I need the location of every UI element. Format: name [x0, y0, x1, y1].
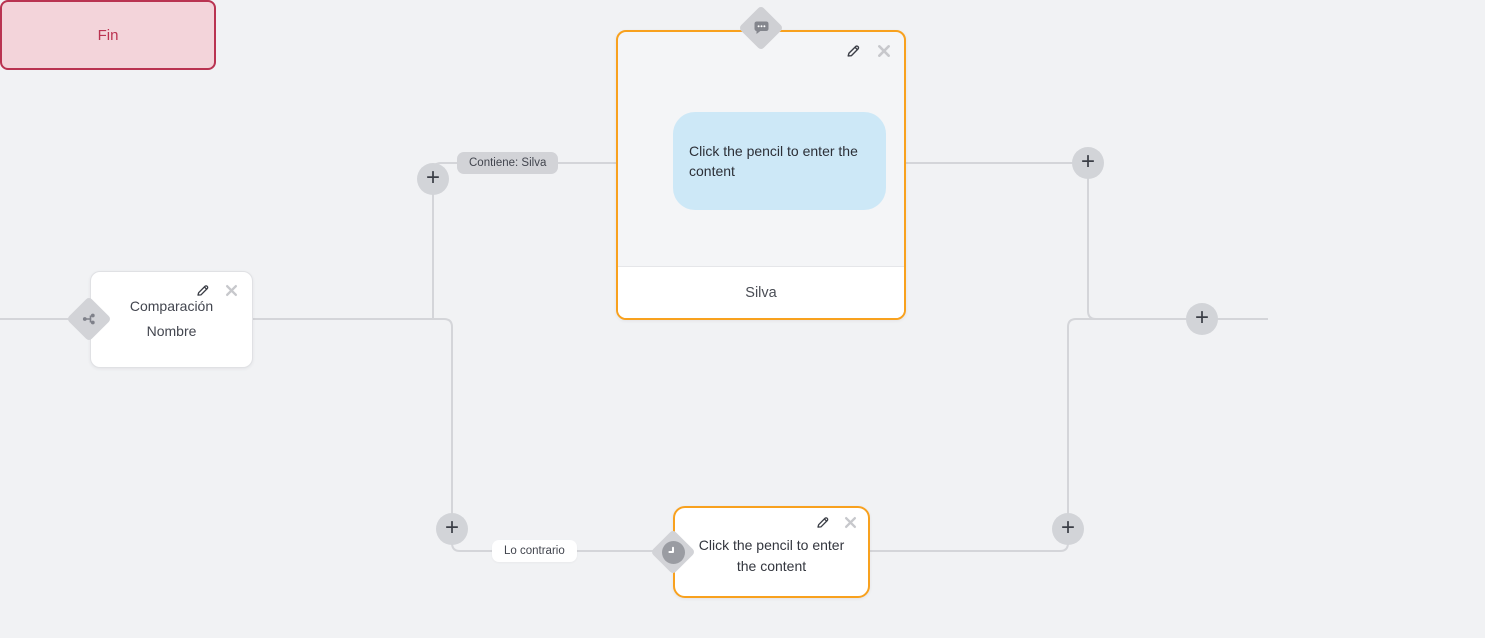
end-node-label: Fin [97, 26, 119, 44]
timer-node[interactable]: Click the pencil to enter the content [673, 506, 870, 598]
message-footer: Silva [618, 266, 904, 318]
message-preview-bubble: Click the pencil to enter the content [673, 112, 886, 210]
message-preview-text: Click the pencil to enter the content [689, 143, 858, 179]
close-icon[interactable] [225, 284, 238, 297]
add-node-button-message-output[interactable]: + [1072, 147, 1104, 179]
add-node-button-contains-branch[interactable]: + [417, 163, 449, 195]
add-node-button-otherwise-branch[interactable]: + [436, 513, 468, 545]
edge-comparison-to-otherwise [253, 318, 658, 552]
edit-pencil-icon[interactable] [815, 515, 830, 530]
close-icon[interactable] [877, 44, 891, 58]
plus-icon: + [444, 514, 459, 541]
edge-timer-to-end [869, 318, 1268, 552]
comparison-node-type-badge [66, 296, 112, 342]
timer-node-type-badge [650, 529, 696, 575]
comparison-node[interactable]: Comparación Nombre [90, 271, 253, 368]
edit-pencil-icon[interactable] [845, 43, 861, 59]
branch-icon [73, 303, 105, 335]
edit-pencil-icon[interactable] [195, 283, 210, 298]
plus-icon: + [1194, 304, 1209, 331]
edge-comparison-to-contains [432, 162, 617, 319]
message-footer-label: Silva [745, 284, 777, 301]
plus-icon: + [1080, 148, 1095, 175]
message-node-type-badge [738, 5, 784, 51]
edge-label-contains: Contiene: Silva [457, 152, 559, 174]
message-bubble-icon [745, 12, 777, 44]
edge-label-otherwise: Lo contrario [492, 540, 577, 562]
close-icon[interactable] [844, 516, 857, 529]
timer-placeholder-text: Click the pencil to enter the content [698, 537, 845, 574]
end-node[interactable]: Fin [0, 0, 216, 70]
edge-message-output [905, 162, 1097, 320]
comparison-title-line1: Comparación [129, 298, 214, 314]
comparison-title-line2: Nombre [146, 323, 197, 339]
plus-icon: + [425, 164, 440, 191]
clock-icon [661, 540, 685, 564]
plus-icon: + [1060, 514, 1075, 541]
add-node-button-end-input[interactable]: + [1186, 303, 1218, 335]
message-node[interactable]: Click the pencil to enter the content Si… [616, 30, 906, 320]
add-node-button-timer-output[interactable]: + [1052, 513, 1084, 545]
